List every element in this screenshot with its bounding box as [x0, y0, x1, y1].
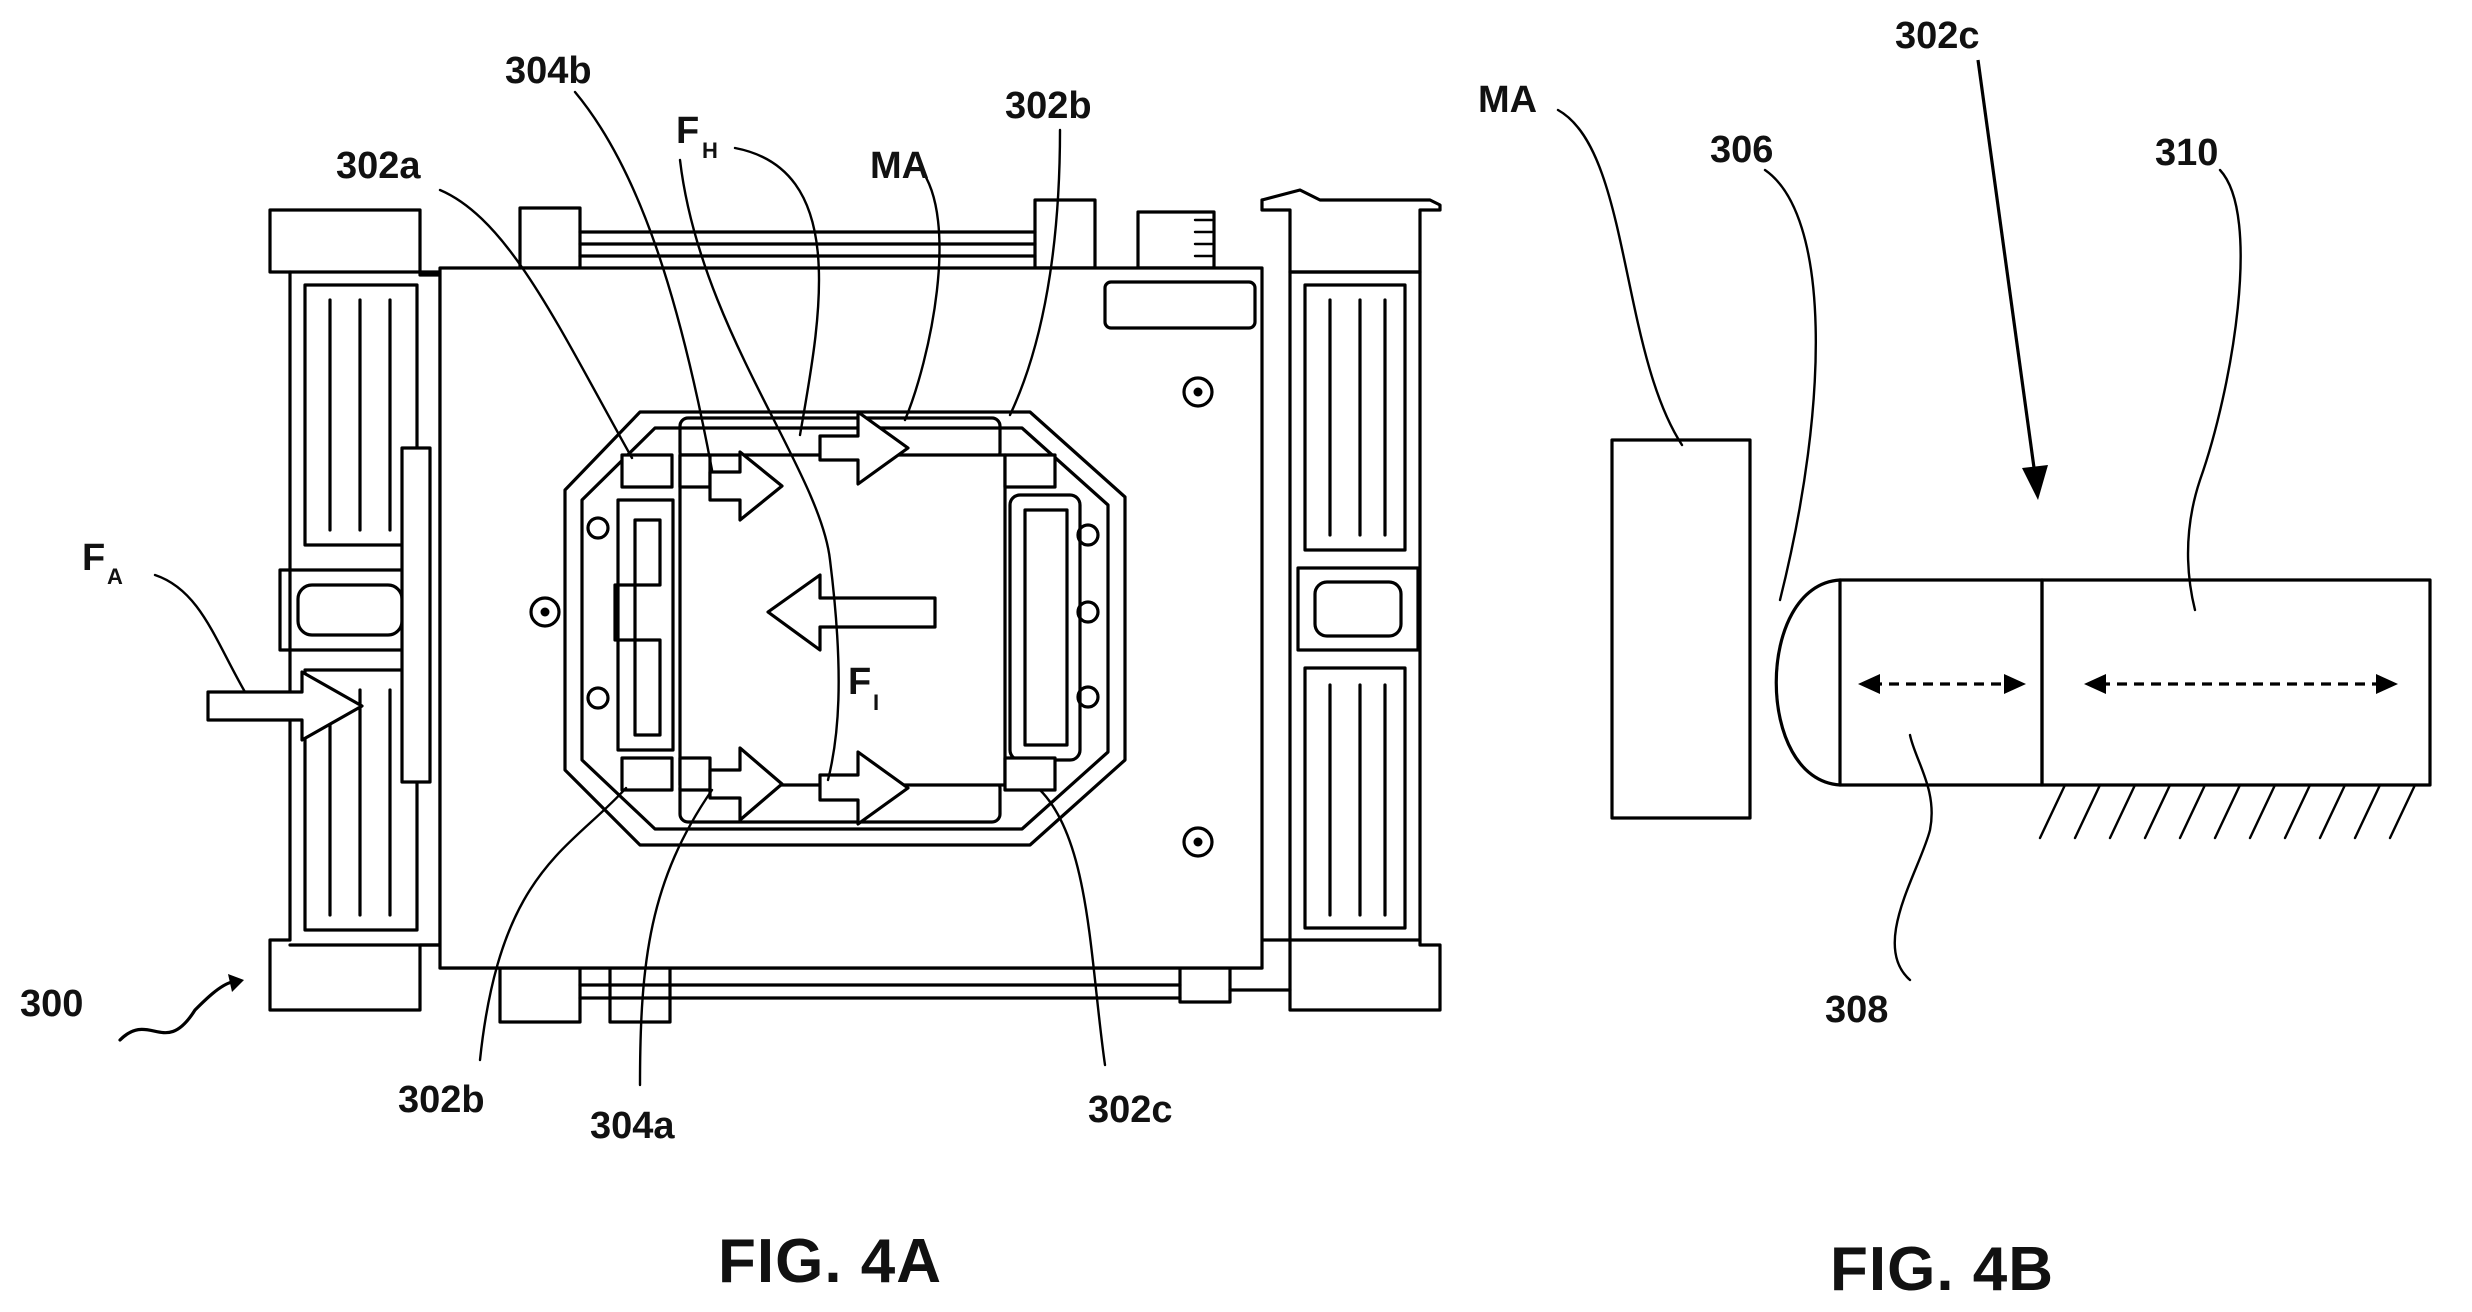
fig-4b-leaders — [1556, 108, 2242, 982]
arrow-fh-bottom-left — [708, 746, 784, 822]
left-rail — [268, 208, 442, 1012]
contact-dome-306 — [1774, 578, 1842, 787]
arrow-fa — [206, 670, 364, 742]
arrow-fh-bottom-right — [818, 750, 910, 826]
label-304a: 304a — [590, 1105, 675, 1147]
corner-latches — [620, 453, 1057, 792]
label-ma-4b: MA — [1478, 79, 1537, 121]
label-302c-4a: 302c — [1088, 1089, 1173, 1131]
label-304b: 304b — [505, 50, 592, 92]
fig-4b-labels: MA 302c 306 310 308 — [1478, 15, 2218, 1031]
arrow-fi — [766, 573, 937, 652]
label-310: 310 — [2155, 132, 2218, 174]
plate-screws — [529, 376, 1214, 858]
label-fa-subscript: A — [107, 564, 123, 589]
label-302b-top: 302b — [1005, 85, 1092, 127]
right-rail — [1260, 188, 1442, 1012]
label-302a: 302a — [336, 145, 421, 187]
caption-fig-4b: FIG. 4B — [1830, 1235, 2054, 1304]
label-fa: F — [82, 537, 105, 579]
label-308: 308 — [1825, 989, 1888, 1031]
fig-4a-labels: 304b 302a F H MA 302b F A F I 300 302b 3… — [20, 50, 1173, 1147]
module-ma-block — [1610, 438, 1752, 820]
label-fh: F — [676, 110, 699, 152]
label-306: 306 — [1710, 129, 1773, 171]
top-rail — [518, 198, 1216, 270]
motion-arrows — [1858, 674, 2398, 694]
label-slot — [1103, 280, 1257, 330]
label-ma-4a: MA — [870, 145, 929, 187]
label-fh-subscript: H — [702, 138, 718, 163]
housing-310 — [2040, 578, 2432, 787]
label-300: 300 — [20, 983, 83, 1025]
label-302c-4b: 302c — [1895, 15, 1980, 57]
fig-4a-drawing: 304b 302a F H MA 302b F A F I 300 302b 3… — [20, 50, 1442, 1296]
arrow-302c — [2022, 465, 2048, 500]
label-fi: F — [848, 661, 871, 703]
fig-4b-drawing: MA 302c 306 310 308 FIG. 4B — [1478, 15, 2432, 1304]
bottom-rail — [438, 960, 1292, 1024]
caption-fig-4a: FIG. 4A — [718, 1227, 942, 1296]
label-302b-bottom: 302b — [398, 1079, 485, 1121]
force-arrows — [206, 410, 937, 826]
label-fi-subscript: I — [873, 690, 879, 715]
fig-4a-leaders — [118, 90, 1107, 1087]
ground-hatching — [2038, 783, 2417, 840]
arrow-fh-top-right — [818, 410, 910, 486]
arrow-fh-top-left — [708, 450, 784, 522]
